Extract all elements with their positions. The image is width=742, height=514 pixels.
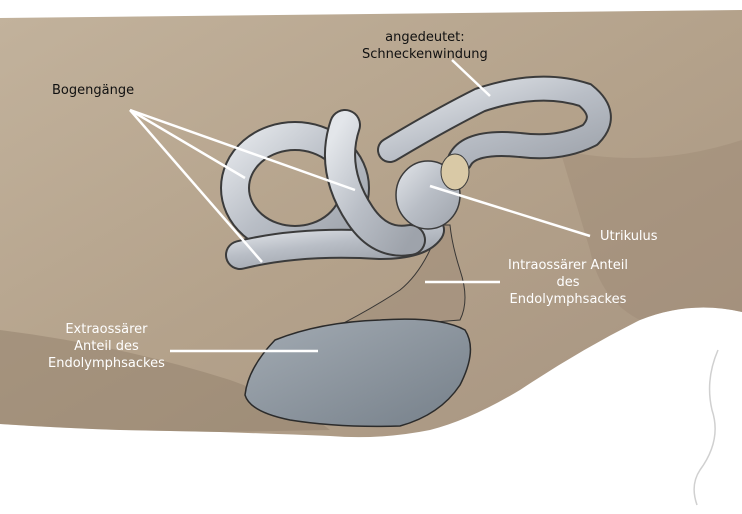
label-extraosseous: Extraossärer Anteil des Endolymphsackes (48, 322, 165, 373)
crack-line (694, 350, 718, 505)
label-cochlea-hint-line2: Schneckenwindung (362, 47, 488, 64)
label-extraosseous-line2: Anteil des (48, 339, 165, 356)
label-extraosseous-line3: Endolymphsackes (48, 356, 165, 373)
label-utricle: Utrikulus (600, 229, 658, 246)
label-cochlea-hint-line1: angedeutet: (362, 30, 488, 47)
label-cochlea-hint: angedeutet: Schneckenwindung (362, 30, 488, 64)
label-semicircular-canals: Bogengänge (52, 83, 134, 100)
label-extraosseous-line1: Extraossärer (48, 322, 165, 339)
label-intraosseous-line2: des (508, 275, 628, 292)
label-intraosseous: Intraossärer Anteil des Endolymphsackes (508, 258, 628, 309)
label-intraosseous-line1: Intraossärer Anteil (508, 258, 628, 275)
saccule-body (441, 154, 469, 190)
label-intraosseous-line3: Endolymphsackes (508, 292, 628, 309)
